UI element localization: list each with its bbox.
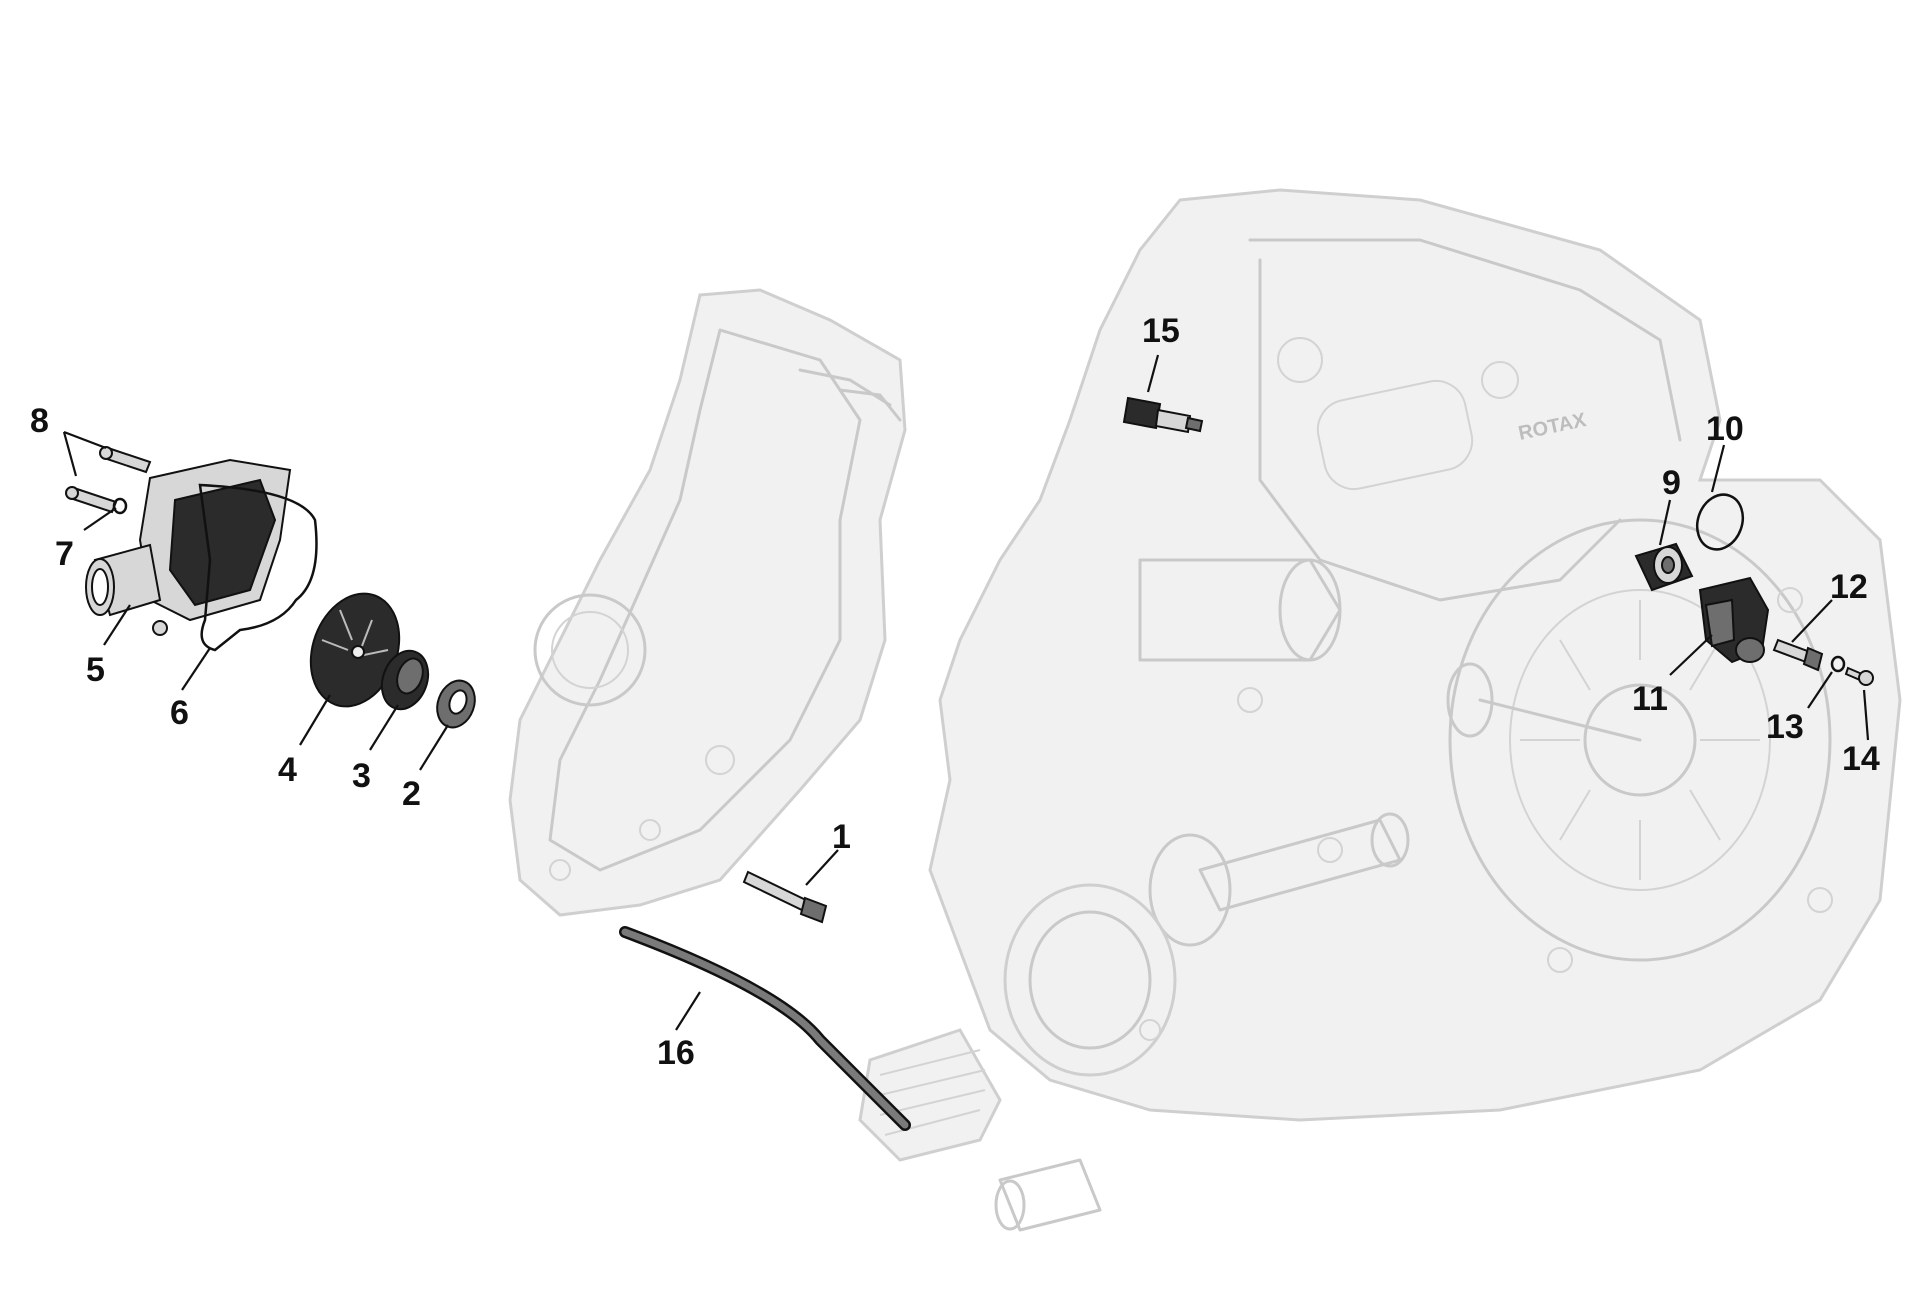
callout-13: 13 <box>1766 708 1804 746</box>
part-5-pump-cover <box>85 458 292 636</box>
part-8-bolts <box>65 446 152 514</box>
engine-ghost: ROTAX <box>508 188 1902 1232</box>
callout-15: 15 <box>1142 312 1180 350</box>
callout-3: 3 <box>352 757 371 795</box>
part-1-stud <box>742 870 828 924</box>
part-9-thermostat <box>1634 542 1694 592</box>
callout-14: 14 <box>1842 740 1880 778</box>
part-6-gasket <box>198 483 318 652</box>
callout-12: 12 <box>1830 568 1868 606</box>
callout-numbers: 8 7 5 6 4 3 2 1 15 9 10 11 12 13 14 16 <box>30 312 1880 1072</box>
callout-8: 8 <box>30 402 49 440</box>
part-16-tube <box>619 926 911 1131</box>
callout-9: 9 <box>1662 464 1681 502</box>
part-12-bolt <box>1772 638 1824 672</box>
callout-6: 6 <box>170 694 189 732</box>
leader-lines <box>62 354 1870 1031</box>
callout-10: 10 <box>1706 410 1744 448</box>
part-3-seal <box>380 649 430 711</box>
callout-2: 2 <box>402 775 421 813</box>
part-4-impeller <box>309 592 401 708</box>
callout-5: 5 <box>86 651 105 689</box>
part-11-thermostat-housing <box>1698 576 1770 664</box>
callout-16: 16 <box>657 1034 695 1072</box>
crankcase-cover-ghost <box>508 288 907 917</box>
callout-4: 4 <box>278 751 297 789</box>
part-10-oring <box>1695 493 1745 551</box>
part-2-ring <box>436 679 476 729</box>
callout-11: 11 <box>1632 680 1668 718</box>
callout-7: 7 <box>55 535 74 573</box>
part-15-sensor <box>1122 396 1204 434</box>
callout-1: 1 <box>832 818 851 856</box>
part-14-bolt <box>1844 666 1874 686</box>
part-7-washer <box>112 497 128 515</box>
part-13-washer <box>1830 655 1846 673</box>
